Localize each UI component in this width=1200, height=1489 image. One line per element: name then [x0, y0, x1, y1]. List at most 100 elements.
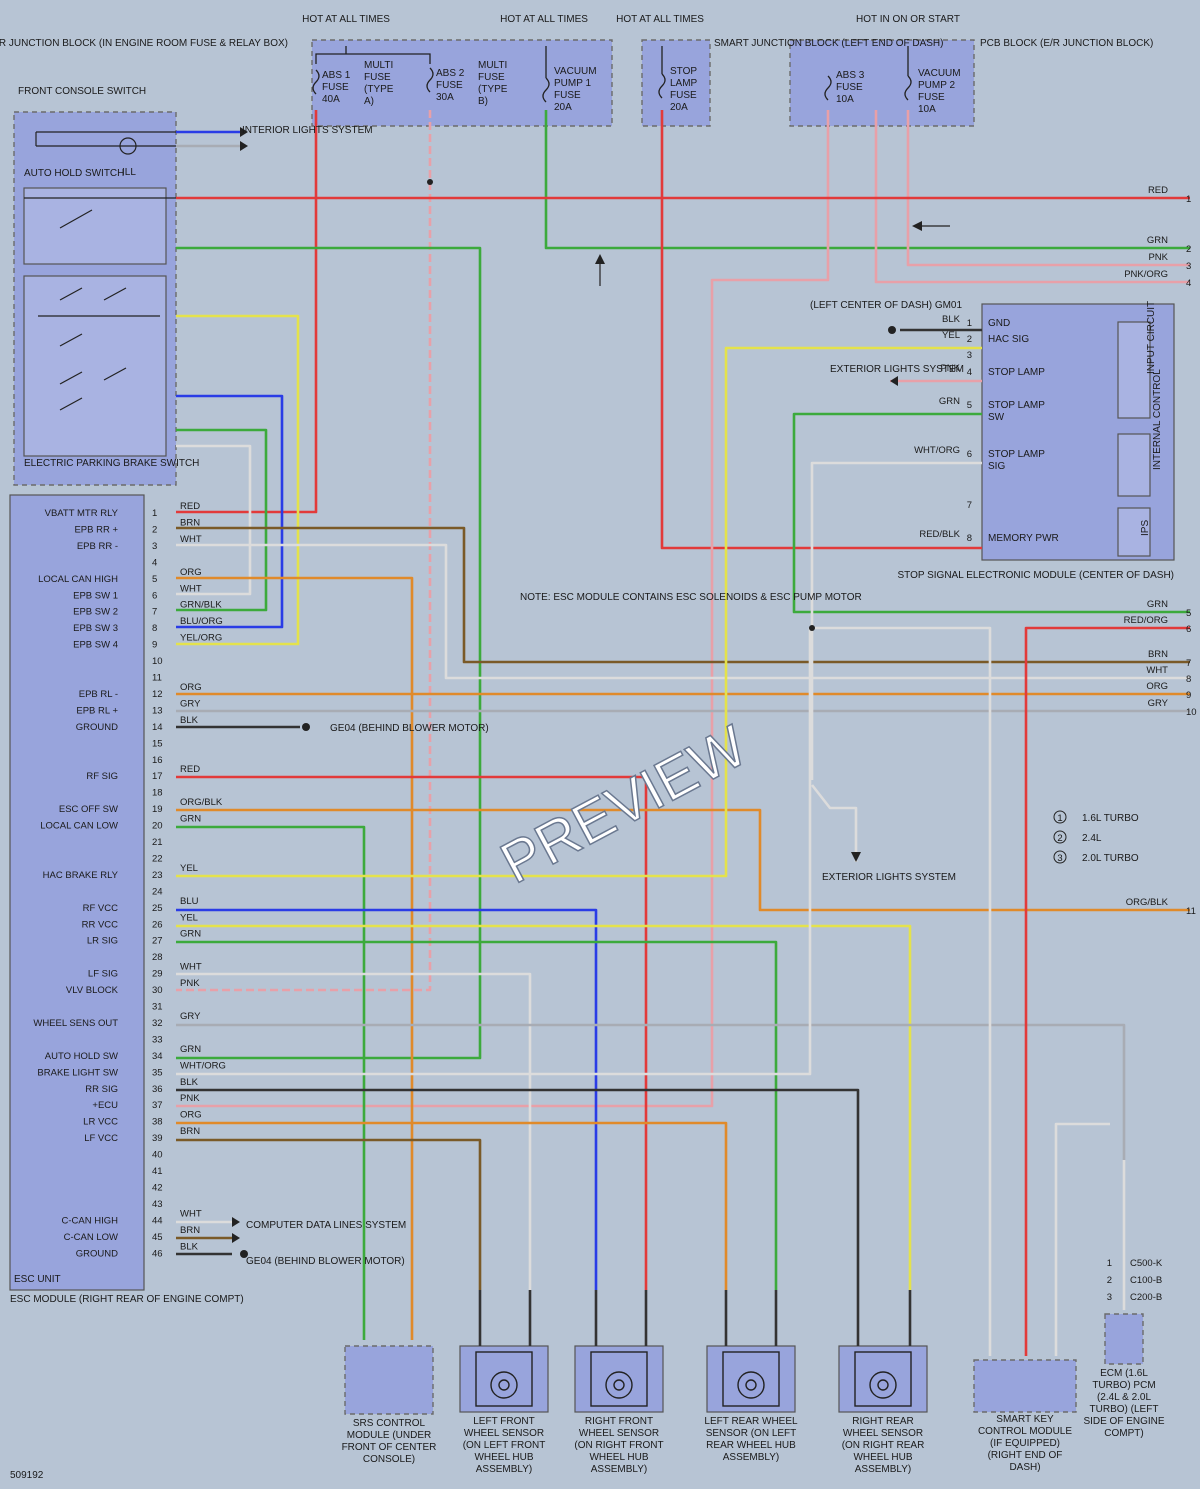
- esc-pin-label: C-CAN HIGH: [62, 1215, 119, 1226]
- esc-pin-number: 21: [152, 837, 163, 848]
- esc-pin-label: WHEEL SENS OUT: [33, 1018, 118, 1029]
- splice-whtorg-icon: [809, 625, 815, 631]
- right-edge-pin-number: 6: [1186, 624, 1191, 635]
- stop-pin-wire-color: PNK: [940, 363, 960, 374]
- ecm-connector-id: C100-B: [1130, 1275, 1162, 1286]
- stop-pin-wire-color: BLK: [942, 314, 961, 325]
- stop-pin-number: 2: [967, 334, 972, 345]
- esc-pin-number: 14: [152, 722, 163, 733]
- wire-wht-epb1: [176, 444, 252, 596]
- hot-all-times-3: HOT AT ALL TIMES: [616, 14, 704, 25]
- esc-pin-number: 3: [152, 541, 157, 552]
- esc-pin-wire-color: WHT/ORG: [180, 1060, 226, 1071]
- esc-pin-wire-color: YEL: [180, 912, 198, 923]
- esc-pin-number: 42: [152, 1182, 163, 1193]
- esc-pin-label: BRAKE LIGHT SW: [37, 1067, 118, 1078]
- esc-pin-label: RR SIG: [85, 1084, 118, 1095]
- esc-module-label: ESC MODULE (RIGHT REAR OF ENGINE COMPT): [10, 1294, 244, 1305]
- esc-pin-label: EPB SW 3: [73, 623, 118, 634]
- wire-pnk-vacuum-2: [906, 110, 1190, 267]
- right-edge-pin-number: 5: [1186, 608, 1191, 619]
- arrow-up-icon: [595, 254, 605, 264]
- esc-pin-number: 19: [152, 804, 163, 815]
- esc-pin-wire-color: GRN/BLK: [180, 600, 222, 611]
- esc-pin-wire-color: YEL: [180, 863, 198, 874]
- esc-pin-number: 44: [152, 1215, 163, 1226]
- esc-pin-number: 5: [152, 574, 157, 585]
- abs2-fuse-icon: [426, 67, 434, 93]
- esc-pin-number: 10: [152, 656, 163, 667]
- right-edge-wire-color: BRN: [1148, 649, 1168, 660]
- esc-pin-label: EPB SW 2: [73, 607, 118, 618]
- esc-pin-number: 28: [152, 952, 163, 963]
- arrow-interior-gry-icon: [240, 141, 248, 151]
- ecm-connector-engine: 2: [1107, 1275, 1112, 1286]
- esc-pin-wire-color: GRN: [180, 1044, 201, 1055]
- esc-pin-wire-color: RED: [180, 764, 200, 775]
- esc-pin-number: 34: [152, 1051, 163, 1062]
- esc-pin-wire-color: PNK: [180, 978, 200, 989]
- legend-label: 2.0L TURBO: [1082, 853, 1139, 864]
- esc-pin-wire-color: WHT: [180, 583, 202, 594]
- esc-pin-number: 26: [152, 919, 163, 930]
- esc-pin-wire-color: ORG: [180, 1110, 202, 1121]
- esc-pin-wire-color: GRY: [180, 1011, 201, 1022]
- stop-pin-label: GND: [988, 318, 1010, 329]
- right-edge-pin-number: 8: [1186, 674, 1191, 685]
- stop-module-title: STOP SIGNAL ELECTRONIC MODULE (CENTER OF…: [897, 570, 1174, 581]
- arrow-interior-blu-icon: [240, 127, 248, 137]
- pcb-block-label: PCB BLOCK (E/R JUNCTION BLOCK): [980, 38, 1153, 49]
- ecm-connector-id: C500-K: [1130, 1258, 1163, 1269]
- esc-pin-wire-color: WHT: [180, 962, 202, 973]
- right-edge-wire-color: WHT: [1146, 665, 1168, 676]
- stop-lamp-fuse-icon: [658, 73, 666, 99]
- esc-pin-wire-color: BLU/ORG: [180, 616, 223, 627]
- esc-pin-number: 2: [152, 524, 157, 535]
- gm01-label: (LEFT CENTER OF DASH) GM01: [810, 300, 962, 311]
- wire-redblk-memory-pwr: [660, 110, 982, 550]
- wire-brn-lf-vcc: [176, 1138, 482, 1290]
- esc-pin-label: GROUND: [76, 1248, 118, 1259]
- esc-pin-number: 16: [152, 755, 163, 766]
- esc-pin-number: 9: [152, 640, 157, 651]
- right-edge-pin-number: 10: [1186, 707, 1197, 718]
- stop-pin-wire-color: GRN: [939, 396, 960, 407]
- wire-whtorg-stop-lamp-sig: [810, 461, 982, 780]
- legend-number: 1: [1057, 813, 1062, 824]
- lr-wheel-sensor: [706, 1345, 796, 1413]
- switch-internals: [24, 131, 176, 411]
- epb-switch-title: ELECTRIC PARKING BRAKE SWITCH: [24, 458, 199, 469]
- wire-grn-auto-hold: [176, 246, 482, 1060]
- wire-org-lr-vcc: [176, 1121, 728, 1290]
- exterior-lights-2: EXTERIOR LIGHTS SYSTEM: [822, 872, 956, 883]
- wire-grn-vacuum-1: [544, 110, 1190, 250]
- esc-pin-label: RF VCC: [83, 903, 119, 914]
- esc-pin-number: 4: [152, 557, 157, 568]
- esc-pin-number: 15: [152, 738, 163, 749]
- diagram-id: 509192: [10, 1470, 44, 1481]
- stop-pin-wire-color: WHT/ORG: [914, 445, 960, 456]
- esc-pin-number: 7: [152, 607, 157, 618]
- esc-pin-label: EPB SW 4: [73, 640, 118, 651]
- esc-pin-label: LOCAL CAN LOW: [40, 821, 118, 832]
- esc-unit-label: ESC UNIT: [14, 1274, 61, 1285]
- arrow-left-icon: [912, 221, 922, 231]
- lf-wheel-sensor: [459, 1345, 549, 1413]
- legend-number: 2: [1057, 833, 1062, 844]
- exterior-lights-1: EXTERIOR LIGHTS SYSTEM: [830, 364, 964, 375]
- esc-pin-label: RF SIG: [86, 771, 118, 782]
- stop-pin-number: 1: [967, 318, 972, 329]
- esc-pin-number: 25: [152, 903, 163, 914]
- right-edge-wire-color: GRY: [1148, 698, 1169, 709]
- smart-key-module: [973, 1359, 1077, 1413]
- esc-pin-number: 40: [152, 1150, 163, 1161]
